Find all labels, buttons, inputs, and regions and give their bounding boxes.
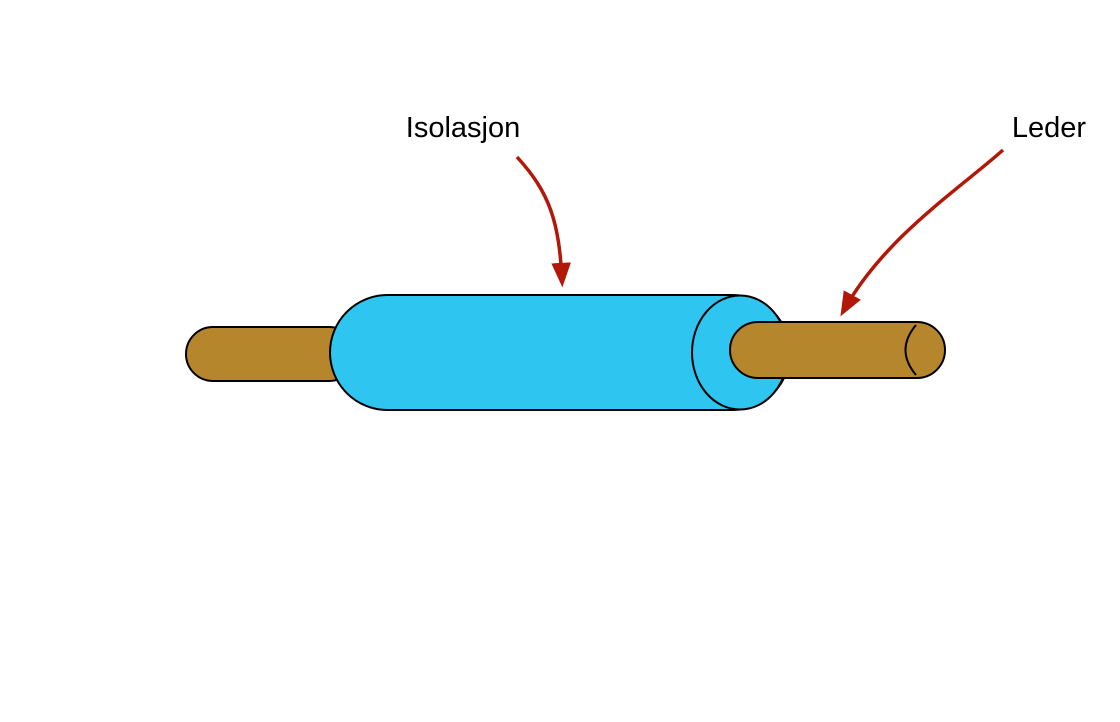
conductor-end-arc	[904, 324, 917, 376]
right-conductor	[729, 321, 946, 379]
insulation-arrow	[515, 155, 571, 288]
conductor-arrow	[840, 148, 1005, 317]
conductor-label: Leder	[1012, 112, 1087, 144]
insulation-label: Isolasjon	[406, 112, 520, 144]
